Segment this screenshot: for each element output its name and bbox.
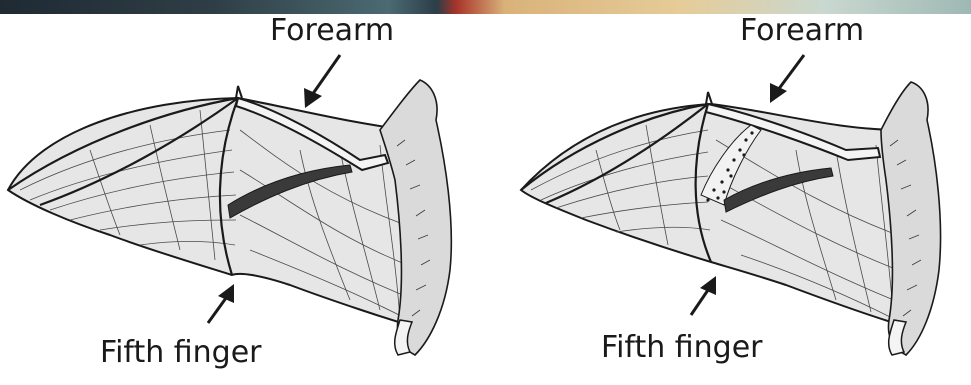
fifth-finger-arrow (691, 276, 716, 315)
thumb-claw (236, 86, 242, 98)
forearm-arrow (304, 55, 340, 108)
left-wing-illustration (0, 0, 485, 385)
forearm-label: Forearm (270, 16, 394, 46)
right-wing-panel: Forearm Fifth finger (486, 0, 971, 385)
fifth-finger-label: Fifth finger (100, 338, 262, 368)
forearm-arrow (770, 55, 804, 103)
wing-membrane (8, 98, 430, 330)
fifth-finger-label: Fifth finger (601, 333, 763, 363)
fifth-finger-arrow (208, 284, 234, 323)
right-wing-illustration (486, 0, 971, 385)
left-wing-panel: Forearm Fifth finger (0, 0, 485, 385)
bat-body-fur (881, 82, 941, 355)
forearm-label: Forearm (740, 16, 864, 46)
wing-membrane (521, 104, 921, 330)
thumb-claw (706, 92, 712, 104)
